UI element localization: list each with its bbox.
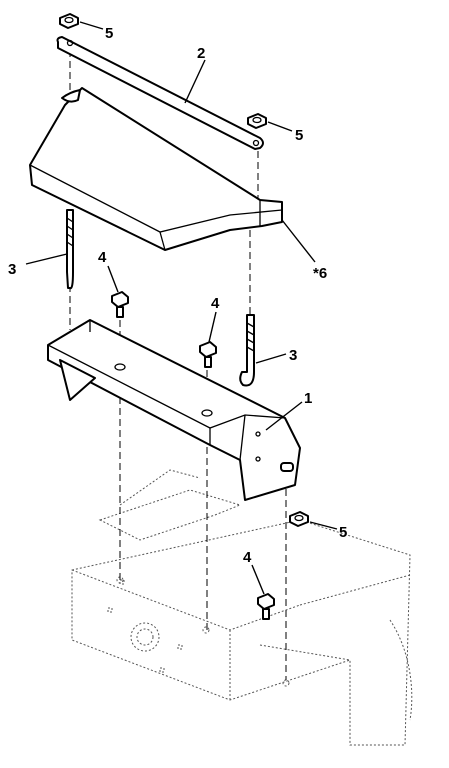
vehicle-frame <box>71 469 413 746</box>
alignment-lines <box>69 50 287 680</box>
callout-6: *6 <box>313 265 327 282</box>
callout-labels: 5 2 5 *6 3 4 4 3 1 5 4 <box>8 25 347 566</box>
nut-top <box>59 13 79 29</box>
cover-plate <box>29 87 283 251</box>
flange-bolt-c <box>257 593 275 620</box>
callout-1: 1 <box>304 390 312 407</box>
strap-bar <box>56 36 264 150</box>
callout-3-left: 3 <box>8 261 16 278</box>
callout-4-bottom: 4 <box>243 549 252 566</box>
callout-5-right: 5 <box>295 127 303 144</box>
callout-5-bottom: 5 <box>339 524 347 541</box>
callout-3-right: 3 <box>289 347 297 364</box>
nut-right <box>247 113 267 129</box>
mounting-bracket <box>47 319 301 501</box>
flange-bolt-a <box>111 291 129 318</box>
j-bolt-left <box>66 209 74 290</box>
callout-4-left: 4 <box>98 249 107 266</box>
nut-bottom <box>289 511 309 527</box>
flange-bolt-b <box>199 341 217 368</box>
callout-5-top: 5 <box>105 25 113 42</box>
callout-2: 2 <box>197 45 205 62</box>
j-bolt-right <box>239 314 255 387</box>
leader-lines <box>25 21 338 595</box>
callout-4-middle: 4 <box>211 295 220 312</box>
